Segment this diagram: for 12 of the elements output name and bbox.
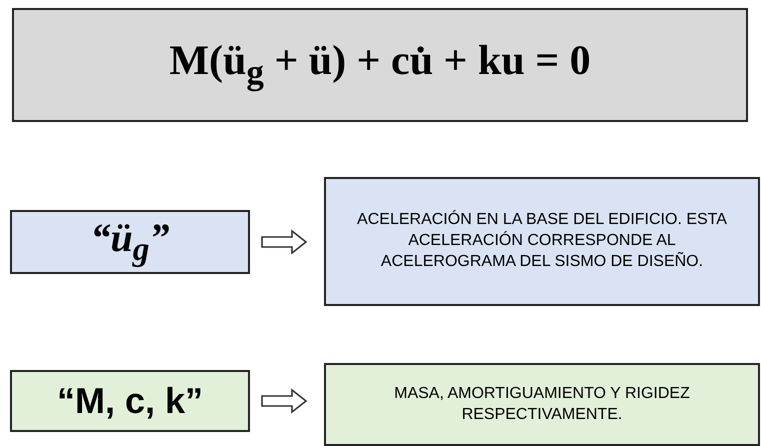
text-box xyxy=(10,370,250,432)
symbol-label: “M, c, k” xyxy=(56,381,204,421)
description-text: ACELERACIÓN EN LA BASE DEL EDIFICIO. ESTA ACELERACIÓN CORRESPONDE AL ACELEROGRAMA DEL SISMO DE DISEÑO. xyxy=(356,210,728,272)
description-text: MASA, AMORTIGUAMIENTO Y RIGIDEZ RESPECTIVAMENTE. xyxy=(393,384,691,424)
text-box xyxy=(324,363,760,446)
equation: M(ü$_{g}$ + ü) + cu̇ + ku = 0 xyxy=(169,38,591,92)
text-box xyxy=(324,177,760,306)
text-box xyxy=(10,210,250,274)
equation-box xyxy=(12,8,748,122)
hollow-arrow xyxy=(261,388,308,414)
symbol-label: “ü$_{g}$” xyxy=(90,216,170,268)
hollow-arrow xyxy=(261,229,308,255)
